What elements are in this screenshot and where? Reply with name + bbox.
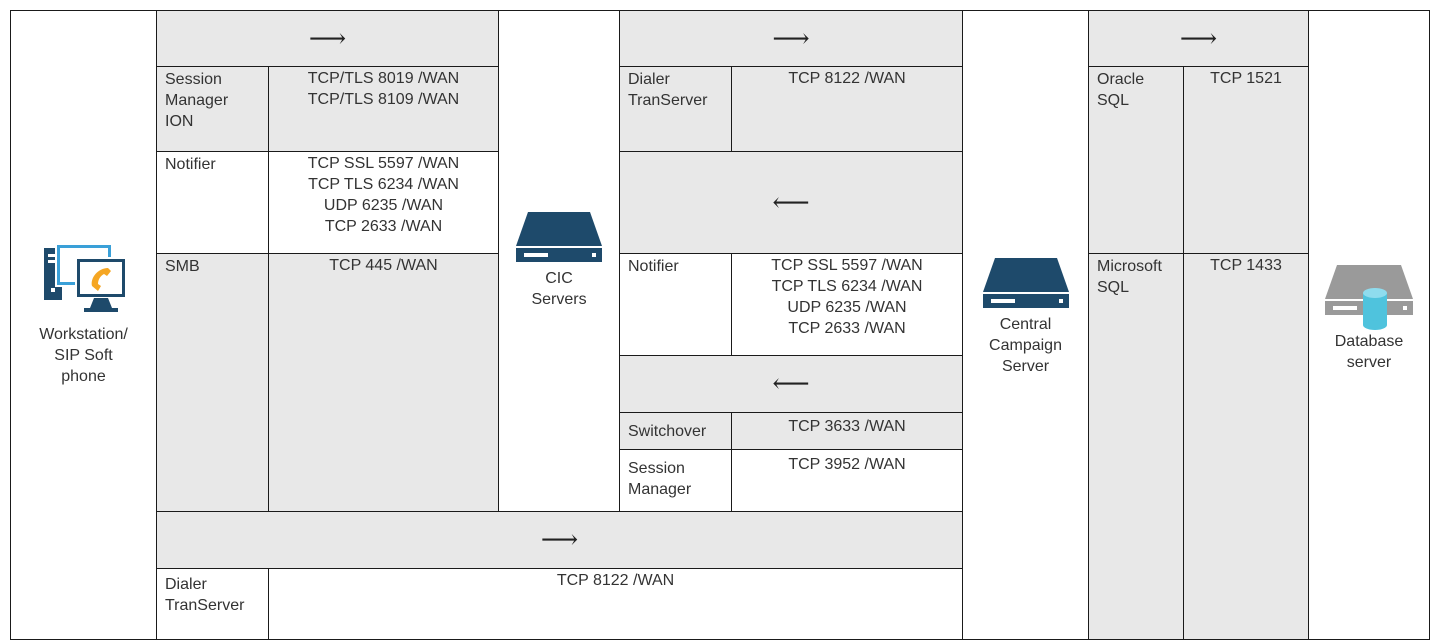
database-server-node: Database server (1308, 263, 1430, 373)
flow-ports: TCP/TLS 8019 /WAN TCP/TLS 8109 /WAN (268, 66, 499, 152)
node-label: CIC (545, 270, 573, 287)
flow-label: Notifier (619, 253, 732, 356)
arrow-right-icon: ⟶ (308, 23, 347, 54)
port-line: TCP/TLS 8109 /WAN (307, 91, 460, 108)
flow-ports: TCP 1521 (1183, 66, 1309, 254)
flow-name: Switchover (628, 423, 707, 440)
port-line: TCP TLS 6234 /WAN (771, 278, 923, 295)
flow-label: Switchover (619, 412, 732, 450)
arrow-right-icon: ⟶ (540, 525, 579, 555)
flow-label: Dialer TranServer (619, 66, 732, 152)
node-label: phone (61, 368, 106, 385)
flow-label: Microsoft SQL (1088, 253, 1184, 640)
cic-campaign-arrow: ⟶ (619, 10, 963, 67)
flow-name: Session Manager (628, 460, 692, 498)
campaign-cic-arrow-2: ⟵ (619, 355, 963, 413)
flow-label: Dialer TranServer (156, 568, 269, 640)
flow-ports: TCP 445 /WAN (268, 253, 499, 512)
flow-ports: TCP 3952 /WAN (731, 449, 963, 512)
node-label: SIP Soft (54, 347, 113, 364)
flow-label: Oracle SQL (1088, 66, 1184, 254)
arrow-left-icon: ⟵ (772, 187, 810, 218)
server-icon (516, 212, 602, 262)
port-line: UDP 6235 /WAN (787, 299, 907, 316)
flow-name: SMB (165, 258, 200, 275)
arrow-right-icon: ⟶ (1179, 23, 1218, 54)
flow-label: Notifier (156, 151, 269, 254)
flow-name: Session Manager ION (165, 71, 229, 130)
node-label: Workstation/ (39, 326, 128, 343)
arrow-right-icon: ⟶ (772, 23, 810, 54)
ws-cic-arrow: ⟶ (156, 10, 499, 67)
node-label: Servers (531, 291, 587, 308)
flow-name: Oracle SQL (1097, 71, 1145, 109)
port-line: TCP TLS 6234 /WAN (308, 176, 459, 193)
flow-ports: TCP 8122 /WAN (268, 568, 963, 640)
port-line: TCP 3633 /WAN (788, 418, 906, 435)
campaign-server-node: Central Campaign Server (962, 256, 1089, 377)
port-line: TCP 2633 /WAN (324, 218, 443, 235)
node-label: Central (999, 316, 1052, 333)
port-line: TCP 1521 (1210, 70, 1282, 87)
server-icon (982, 258, 1069, 308)
campaign-cic-arrow: ⟵ (619, 151, 963, 254)
flow-name: Dialer TranServer (165, 576, 245, 614)
flow-label: Session Manager ION (156, 66, 269, 152)
flow-ports: TCP 8122 /WAN (731, 66, 963, 152)
flow-name: Microsoft SQL (1097, 258, 1162, 296)
arrow-left-icon: ⟵ (772, 369, 810, 399)
node-label: Database (1334, 333, 1404, 350)
ws-campaign-arrow: ⟶ (156, 511, 963, 569)
cic-server-node: CIC Servers (498, 210, 620, 310)
port-line: TCP 445 /WAN (329, 257, 438, 274)
port-line: UDP 6235 /WAN (323, 197, 444, 214)
port-line: TCP SSL 5597 /WAN (307, 155, 460, 172)
port-line: TCP 8122 /WAN (788, 70, 906, 87)
flow-ports: TCP 3633 /WAN (731, 412, 963, 450)
workstation-phone-icon (43, 243, 127, 312)
flow-ports: TCP SSL 5597 /WAN TCP TLS 6234 /WAN UDP … (731, 253, 963, 356)
port-line: TCP 1433 (1210, 257, 1282, 274)
workstation-node: Workstation/ SIP Soft phone (10, 240, 157, 387)
node-label: server (1346, 354, 1392, 371)
port-line: TCP 8122 /WAN (556, 572, 675, 589)
flow-label: Session Manager (619, 449, 732, 512)
flow-name: Dialer TranServer (628, 71, 708, 109)
flow-ports: TCP SSL 5597 /WAN TCP TLS 6234 /WAN UDP … (268, 151, 499, 254)
port-line: TCP/TLS 8019 /WAN (307, 70, 460, 87)
port-line: TCP SSL 5597 /WAN (771, 257, 923, 274)
flow-name: Notifier (165, 156, 216, 173)
node-label: Server (1001, 358, 1050, 375)
port-line: TCP 3952 /WAN (788, 456, 906, 473)
campaign-db-arrow: ⟶ (1088, 10, 1309, 67)
flow-name: Notifier (628, 258, 679, 275)
workstation-column (10, 10, 157, 640)
node-label: Campaign (989, 337, 1062, 354)
flow-label: SMB (156, 253, 269, 512)
port-line: TCP 2633 /WAN (788, 320, 906, 337)
flow-ports: TCP 1433 (1183, 253, 1309, 640)
database-server-icon (1325, 265, 1413, 330)
